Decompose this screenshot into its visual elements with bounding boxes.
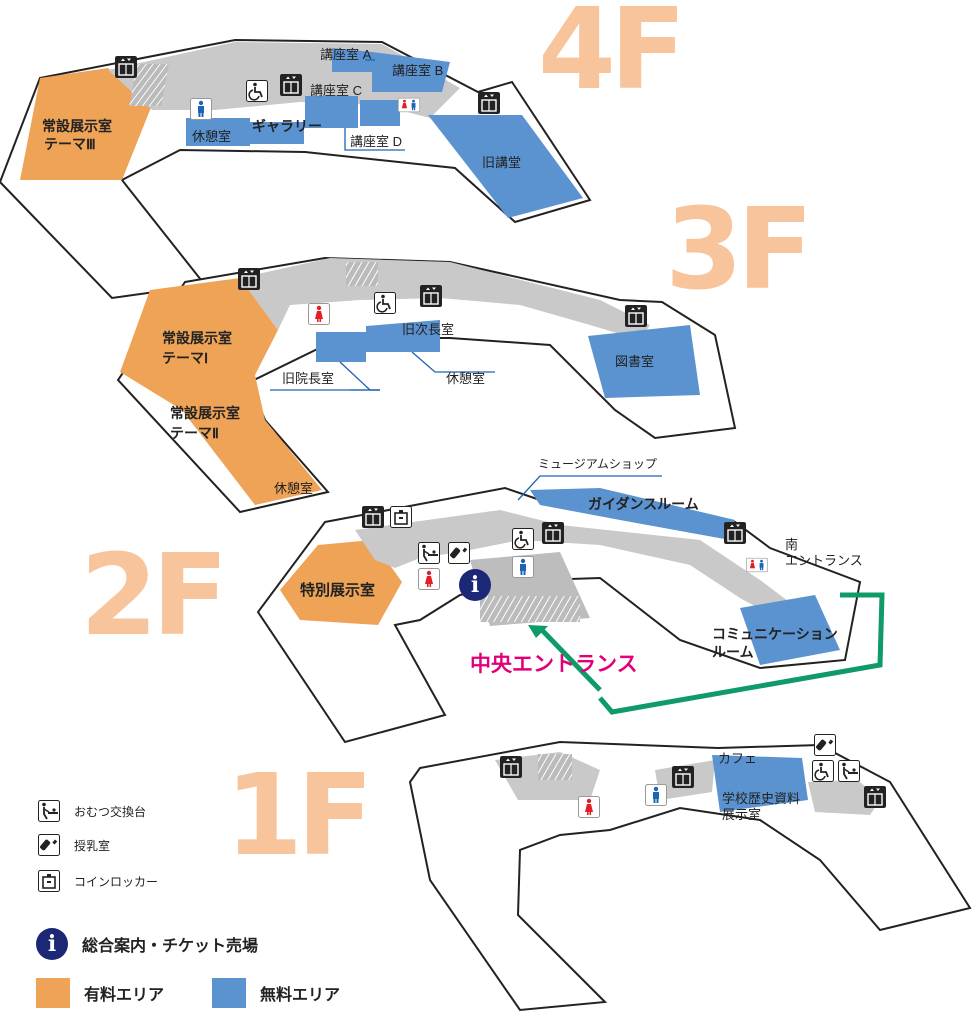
diaper-icon [418, 542, 440, 564]
room-theme2-line2: テーマⅡ [170, 425, 219, 441]
diaper-icon [38, 800, 60, 822]
women-men-toilet-icon [746, 554, 768, 576]
legend-info-label: 総合案内・チケット売場 [82, 938, 259, 955]
room-special-exhibit: 特別展示室 [300, 582, 376, 599]
elevator-icon [672, 766, 694, 788]
diaper-icon [838, 760, 860, 782]
legend-locker-label: コインロッカー [74, 874, 159, 889]
legend-nursing: 授乳室 [38, 834, 110, 856]
legend-diaper-label: おむつ交換台 [74, 804, 147, 819]
floor-3f-plan [116, 256, 737, 514]
floor-label-3f: 3F [665, 185, 813, 315]
men-toilet-icon [512, 556, 534, 578]
room-lecture-c: 講座室 C [310, 83, 363, 98]
floor-label-1f: 1F [225, 751, 373, 881]
floor-label-4f: 4F [538, 0, 686, 115]
room-theme1-line2: テーマⅠ [162, 350, 209, 366]
elevator-icon [864, 786, 886, 808]
legend-paid: 有料エリア [36, 978, 164, 1008]
room-3f-rest: 休憩室 [446, 371, 486, 386]
legend-info: i 総合案内・チケット売場 [36, 928, 258, 960]
room-lecture-b: 講座室 B [392, 63, 444, 78]
room-school-history-line1: 学校歴史資料 [722, 791, 801, 806]
central-entrance-label: 中央エントランス [470, 653, 638, 676]
nursing-icon [448, 542, 470, 564]
info-icon: i [458, 568, 492, 602]
info-glyph: i [459, 569, 491, 601]
room-communication-line1: コミュニケーション [712, 626, 838, 642]
room-theme3-line1: 常設展示室 [42, 118, 112, 134]
room-4f-rest: 休憩室 [192, 129, 232, 144]
room-theme1-line1: 常設展示室 [162, 330, 232, 346]
nursing-icon [38, 834, 60, 856]
room-museum-shop: ミュージアムショップ [538, 457, 657, 471]
room-old-vice: 旧次長室 [402, 322, 455, 337]
elevator-icon [362, 506, 384, 528]
room-lecture-d: 講座室 D [350, 134, 403, 149]
room-3f-rest-small: 休憩室 [274, 481, 314, 496]
elevator-icon [478, 92, 500, 114]
room-cafe: カフェ [718, 751, 758, 766]
women-toilet-icon [578, 796, 600, 818]
free-area-swatch [212, 978, 246, 1008]
men-toilet-icon [645, 784, 667, 806]
legend-free-label: 無料エリア [260, 987, 341, 1004]
elevator-icon [724, 522, 746, 544]
legend-paid-label: 有料エリア [84, 987, 165, 1004]
legend-locker: コインロッカー [38, 870, 158, 892]
elevator-icon [115, 56, 137, 78]
room-library: 図書室 [615, 354, 655, 369]
nursing-icon [814, 734, 836, 756]
elevator-icon [625, 305, 647, 327]
room-communication-line2: ルーム [712, 644, 754, 660]
legend-diaper: おむつ交換台 [38, 800, 146, 822]
south-entrance-line2: エントランス [785, 553, 863, 568]
room-theme2-line1: 常設展示室 [170, 405, 240, 421]
room-gallery: ギャラリー [252, 118, 322, 134]
women-toilet-icon [418, 568, 440, 590]
elevator-icon [238, 268, 260, 290]
room-old-hall: 旧講堂 [482, 155, 522, 170]
room-old-director: 旧院長室 [282, 371, 335, 386]
wheelchair-icon [246, 80, 268, 102]
women-toilet-icon [308, 303, 330, 325]
wheelchair-icon [812, 760, 834, 782]
locker-icon [38, 870, 60, 892]
men-toilet-icon [190, 98, 212, 120]
women-men-toilet-icon [398, 94, 420, 116]
legend-nursing-label: 授乳室 [74, 838, 111, 853]
room-school-history-line2: 展示室 [722, 807, 762, 822]
room-theme3-line2: テーマⅢ [44, 136, 96, 152]
info-icon: i [36, 928, 68, 960]
room-guidance: ガイダンスルーム [588, 496, 699, 512]
elevator-icon [500, 756, 522, 778]
floor-4f-plan [0, 38, 592, 300]
elevator-icon [542, 522, 564, 544]
floor-label-2f: 2F [80, 531, 228, 661]
south-entrance-line1: 南 [785, 537, 799, 552]
wheelchair-icon [512, 528, 534, 550]
floor-2f-plan [256, 475, 885, 744]
legend-free: 無料エリア [212, 978, 340, 1008]
elevator-icon [280, 74, 302, 96]
wheelchair-icon [374, 292, 396, 314]
room-lecture-a: 講座室 A [320, 47, 372, 62]
elevator-icon [420, 285, 442, 307]
paid-area-swatch [36, 978, 70, 1008]
locker-icon [390, 506, 412, 528]
